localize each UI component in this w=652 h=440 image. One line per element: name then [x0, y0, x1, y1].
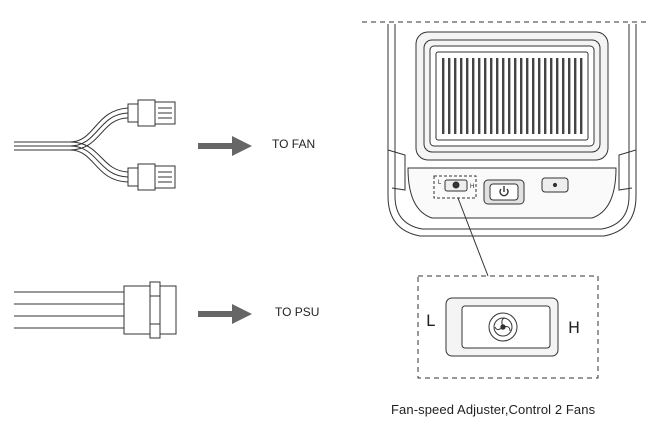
vent-slot	[562, 58, 565, 134]
vent-slot	[568, 58, 571, 134]
vent-slot	[448, 58, 451, 134]
high-speed-label: H	[568, 318, 581, 337]
vent-slot	[508, 58, 511, 134]
to-psu-label: TO PSU	[275, 305, 320, 319]
vent-slot	[538, 58, 541, 134]
high-speed-label-small: H	[470, 184, 475, 190]
fan-connector-icon	[14, 99, 176, 191]
vent-slot	[514, 58, 517, 134]
psu-connector-icon	[14, 281, 177, 339]
vent-slot	[502, 58, 505, 134]
fan-icon	[488, 312, 518, 342]
vent-slot	[472, 58, 475, 134]
vent-slot	[490, 58, 493, 134]
vent-slot	[454, 58, 457, 134]
indicator-button	[541, 177, 569, 193]
vent-slot	[532, 58, 535, 134]
low-speed-label: L	[426, 311, 435, 330]
diagram-caption: Fan-speed Adjuster,Control 2 Fans	[391, 402, 596, 417]
fan-speed-switch-small	[433, 175, 477, 199]
vent-slot	[478, 58, 481, 134]
vent-slot	[442, 58, 445, 134]
vent-slot	[580, 58, 583, 134]
callout-line	[457, 197, 489, 277]
vent-slot	[556, 58, 559, 134]
vent-slot	[466, 58, 469, 134]
arrow-right-icon	[198, 136, 252, 156]
power-icon	[499, 186, 509, 197]
vent-slot	[574, 58, 577, 134]
vent-slot	[496, 58, 499, 134]
vent-slot	[526, 58, 529, 134]
arrow-right-icon	[198, 304, 252, 324]
vent-slot	[460, 58, 463, 134]
to-fan-label: TO FAN	[272, 137, 316, 151]
vent-grille	[442, 58, 583, 134]
vent-slot	[520, 58, 523, 134]
vent-slot	[484, 58, 487, 134]
vent-slot	[544, 58, 547, 134]
low-speed-label-small: L	[438, 180, 442, 186]
vent-slot	[550, 58, 553, 134]
